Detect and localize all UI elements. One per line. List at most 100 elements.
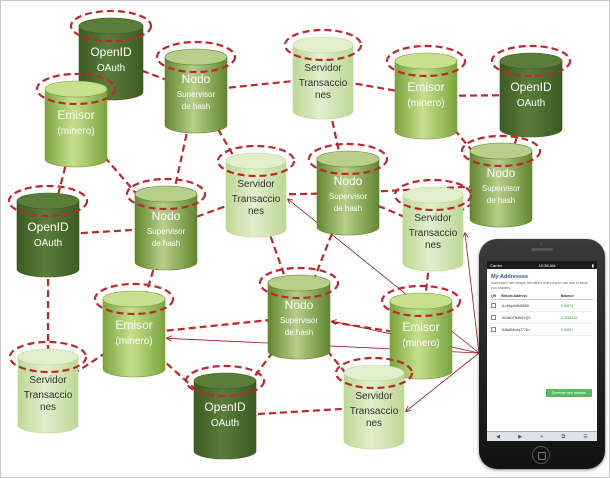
node-ring: [460, 134, 542, 168]
smartphone: Carrier 10:38 AM ▮ My Addresses Addresse…: [479, 239, 605, 469]
cylinder-body: [44, 88, 108, 168]
cylinder-body: [134, 193, 198, 271]
cylinder-top: [469, 142, 533, 160]
cylinder-top: [343, 364, 405, 382]
table-header: QR Bitcoin Address Balance: [491, 293, 593, 301]
menu-icon[interactable]: ☰: [583, 433, 588, 440]
node-label: Supervisor: [482, 184, 521, 193]
cylinder-body: [225, 160, 287, 238]
node-label: Nodo: [487, 166, 516, 180]
page-title: My Addresses: [491, 274, 529, 280]
node-openid1: OpenID OAuth: [78, 17, 144, 101]
node-label: Transaccio: [299, 78, 348, 89]
node-label: Nodo: [334, 174, 363, 188]
rings-layer: [7, 9, 572, 398]
node-label: Emisor: [115, 318, 152, 332]
cylinder-top: [389, 292, 453, 310]
col-address: Bitcoin Address: [501, 293, 561, 301]
cylinder-top: [193, 372, 257, 390]
node-label: (minero): [115, 336, 152, 347]
node-emisor4: Emisor(minero): [389, 292, 453, 380]
row-address: 1Kr8aDTN4bSYQG: [501, 311, 561, 325]
network-link: [425, 95, 502, 186]
node-ring: [334, 356, 414, 390]
node-label: OpenID: [510, 80, 552, 94]
node-label: Servidor: [237, 179, 275, 190]
tabs-icon[interactable]: ⧉: [561, 433, 566, 440]
cylinder-body: [164, 56, 228, 134]
node-label: Supervisor: [280, 316, 319, 325]
status-carrier: Carrier: [490, 262, 503, 268]
forward-icon[interactable]: ▶: [518, 433, 523, 440]
page-description: Addresses are unique identifiers that pe…: [491, 281, 588, 290]
row-balance: 0.00674: [560, 299, 593, 313]
node-label: Servidor: [29, 375, 67, 386]
node-emisor1: Emisor(minero): [44, 80, 108, 168]
node-label: Supervisor: [177, 90, 216, 99]
cylinder-body: [499, 60, 563, 138]
qr-icon[interactable]: [491, 314, 496, 320]
generate-address-button[interactable]: Generate new address: [545, 389, 592, 397]
node-label: nes: [248, 206, 264, 217]
cylinder-body: [17, 356, 79, 434]
table-row[interactable]: 1Kr8aDTN4bSYQG 0.0234234: [491, 311, 593, 325]
node-label: nes: [425, 240, 441, 251]
node-label: de hash: [182, 102, 210, 111]
node-ring: [35, 72, 117, 106]
node-label: OAuth: [97, 63, 125, 74]
back-icon[interactable]: ◀: [496, 433, 500, 440]
table-row[interactable]: 1LxMupb6tM66N9 0.00674: [491, 299, 593, 313]
node-ring: [69, 9, 153, 43]
node-label: OAuth: [211, 418, 239, 429]
node-label: OpenID: [90, 45, 132, 59]
node-ring: [93, 282, 175, 316]
node-label: nes: [40, 402, 56, 413]
cylinder-top: [225, 152, 287, 170]
node-ring: [155, 40, 237, 74]
node-emisor2: Emisor(minero): [394, 52, 458, 140]
node-label: Transaccio: [350, 406, 399, 417]
row-address: 1N8a9Nmzq7776n: [501, 323, 561, 337]
col-balance: Balance: [560, 293, 593, 301]
add-icon[interactable]: +: [540, 433, 544, 440]
node-ring: [283, 28, 363, 62]
camera-icon: [539, 242, 543, 246]
cylinder-body: [267, 282, 331, 360]
node-label: Nodo: [182, 72, 211, 86]
cylinder-top: [44, 80, 108, 98]
network-link: [46, 123, 78, 236]
row-balance: 0.0234234: [560, 311, 593, 325]
node-label: Transaccio: [409, 228, 458, 239]
cylinder-top: [78, 17, 144, 35]
node-ring: [8, 340, 88, 374]
node-label: Nodo: [152, 209, 181, 223]
node-label: Emisor: [402, 320, 439, 334]
node-label: Servidor: [355, 391, 393, 402]
node-label: Transaccio: [232, 194, 281, 205]
col-qr: QR: [491, 293, 502, 301]
node-label: Supervisor: [147, 227, 186, 236]
home-button[interactable]: [532, 446, 550, 464]
qr-icon[interactable]: [491, 302, 496, 308]
node-label: Emisor: [57, 108, 94, 122]
cylinder-top: [17, 348, 79, 366]
cylinder-top: [164, 48, 228, 66]
cylinder-body: [316, 158, 380, 236]
table-row[interactable]: 1N8a9Nmzq7776n 0.00001: [491, 323, 593, 337]
phone-screen: Carrier 10:38 AM ▮ My Addresses Addresse…: [487, 261, 597, 441]
node-ring: [216, 144, 296, 178]
status-time: 10:38 AM: [538, 262, 556, 268]
cylinder-top: [102, 290, 166, 308]
node-label: Servidor: [304, 63, 342, 74]
node-label: Nodo: [285, 298, 314, 312]
qr-icon[interactable]: [491, 326, 496, 332]
row-address: 1LxMupb6tM66N9: [501, 299, 561, 313]
node-ring: [393, 178, 473, 212]
node-ring: [7, 184, 89, 218]
